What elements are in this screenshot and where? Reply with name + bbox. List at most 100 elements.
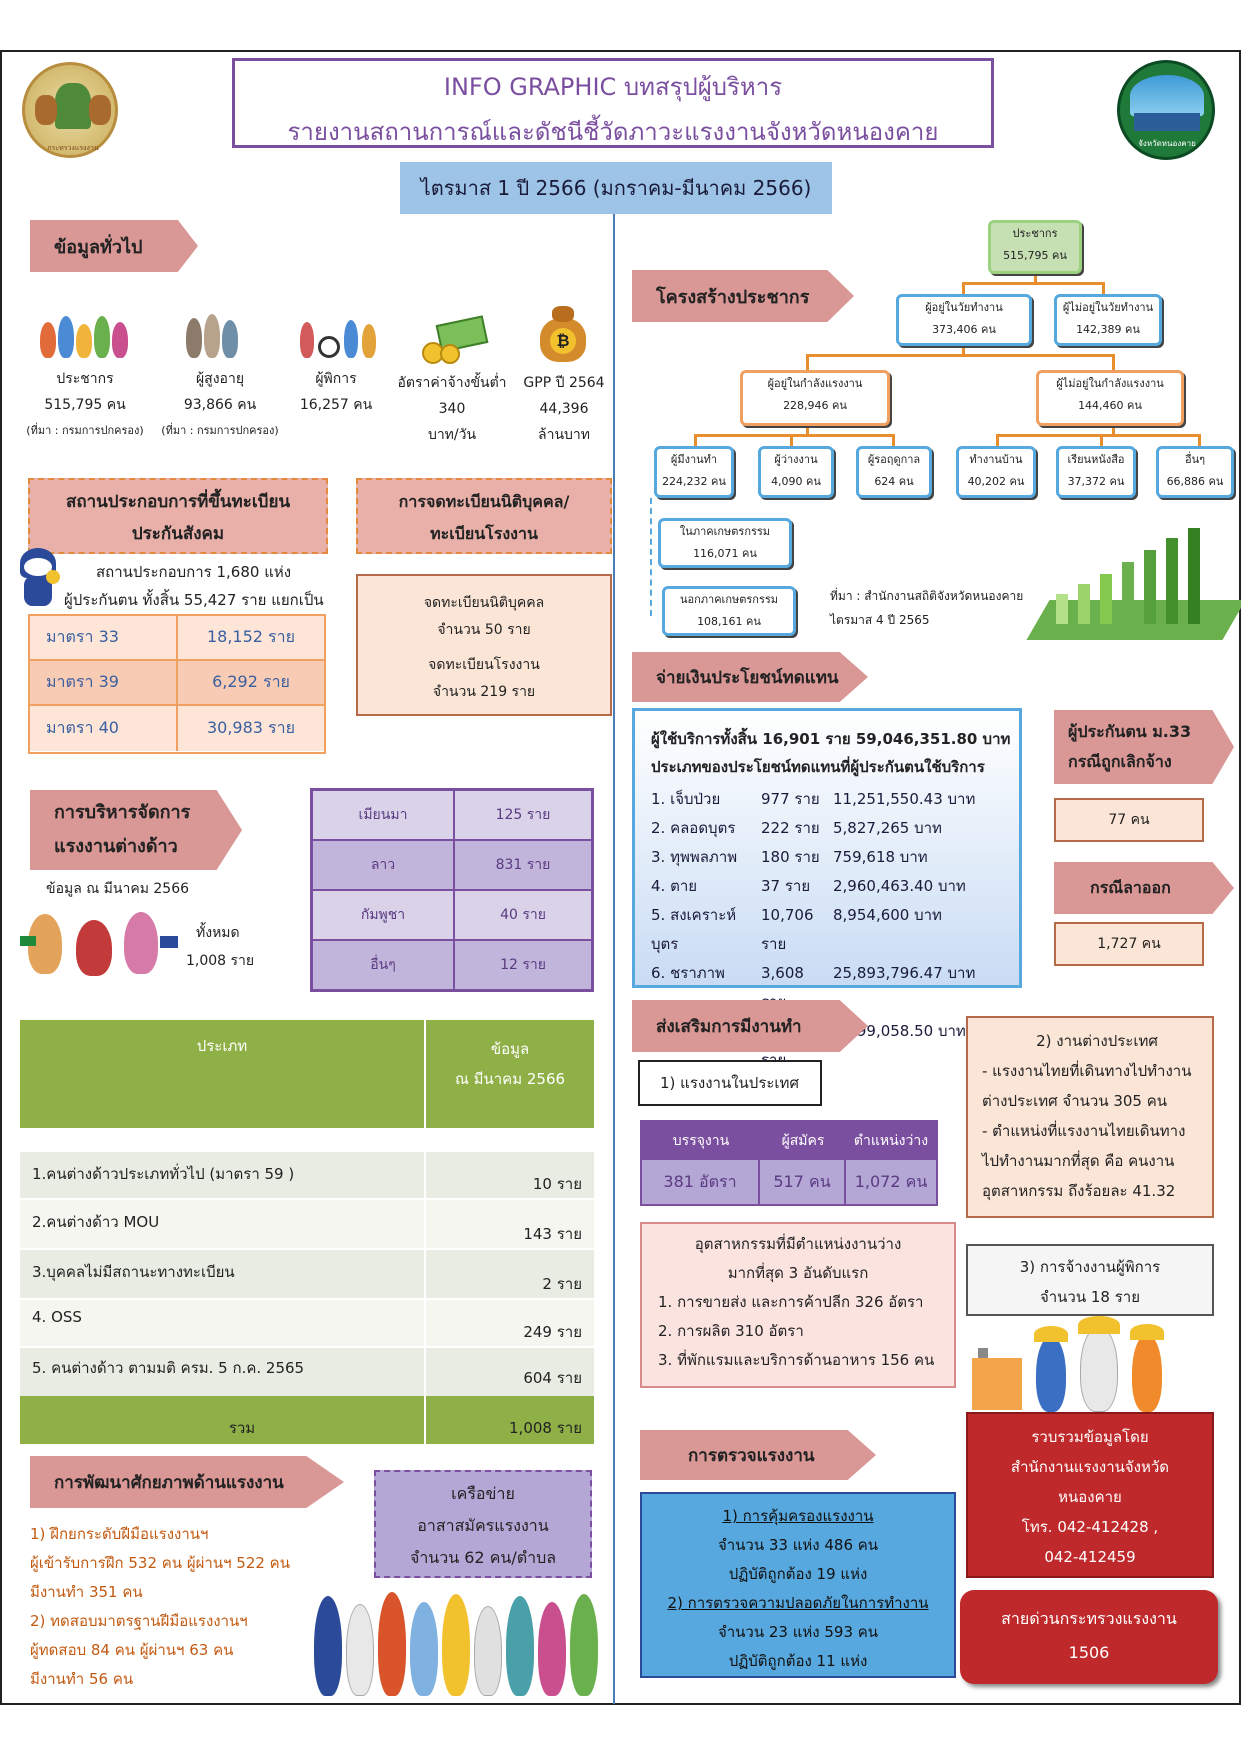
m33-resign-value: 1,727 คน xyxy=(1054,922,1204,966)
province-logo: จังหวัดหนองคาย xyxy=(1117,60,1215,160)
skills-line: มีงานทำ 351 คน xyxy=(30,1583,143,1601)
table-cell: 1,072 คน xyxy=(854,1171,928,1191)
industry-item: 2. การผลิต 310 อัตรา xyxy=(658,1322,804,1340)
benefit-type: 2. คลอดบุตร xyxy=(651,819,736,837)
benefit-type: 5. สงเคราะห์บุตร xyxy=(651,906,737,953)
industry-title: อุตสาหกรรมที่มีตำแหน่งงานว่าง xyxy=(694,1235,902,1253)
table-header: บรรจุงาน ผู้สมัคร ตำแหน่งว่าง xyxy=(642,1122,936,1160)
benefit-type: 6. ชราภาพ xyxy=(651,964,725,982)
children-icon xyxy=(20,906,180,976)
hotline-box[interactable]: สายด่วนกระทรวงแรงงาน 1506 xyxy=(960,1590,1218,1684)
contact-phone[interactable]: โทร. 042-412428 , xyxy=(1021,1518,1159,1536)
table-cell: 2.คนต่างด้าว MOU xyxy=(20,1200,426,1248)
table-header: ประเภท ข้อมูลณ มีนาคม 2566 xyxy=(20,1020,594,1128)
general-value: 515,795 คน xyxy=(44,397,126,413)
workers-illustration xyxy=(310,1584,610,1702)
table-row: 4. OSS 249 ราย xyxy=(20,1300,594,1348)
table-row: อื่นๆ 12 ราย xyxy=(313,941,591,989)
benefits-box: ผู้ใช้บริการทั้งสิ้น 16,901 ราย 59,046,3… xyxy=(632,708,1022,1069)
benefit-amount: 5,827,265 บาท xyxy=(833,819,942,837)
table-cell: ลาว xyxy=(313,841,455,889)
table-row: กัมพูชา 40 ราย xyxy=(313,891,591,941)
inspection-heading: การตรวจแรงงาน xyxy=(640,1430,876,1480)
ministry-logo: กระทรวงแรงงาน xyxy=(22,62,118,158)
population-growth-icon xyxy=(1026,524,1241,654)
table-cell: 3.บุคคลไม่มีสถานะทางทะเบียน xyxy=(20,1250,426,1298)
benefit-count: 977 ราย xyxy=(761,790,820,808)
domestic-label: 1) แรงงานในประเทศ xyxy=(638,1060,822,1106)
foreign-workers-heading: การบริหารจัดการแรงงานต่างด้าว xyxy=(30,790,242,870)
table-header-cell: ข้อมูลณ มีนาคม 2566 xyxy=(454,1040,566,1088)
skills-line: ผู้เข้ารับการฝึก 532 คน ผู้ผ่านฯ 522 คน xyxy=(30,1554,290,1572)
volunteer-box: เครือข่ายอาสาสมัครแรงงานจำนวน 62 คน/ตำบล xyxy=(374,1470,592,1578)
registration-value: จำนวน 50 ราย xyxy=(437,622,531,638)
social-security-establishments: สถานประกอบการ 1,680 แห่ง xyxy=(96,563,292,581)
engineers-illustration xyxy=(966,1316,1214,1412)
benefit-count: 10,706 ราย xyxy=(761,906,814,953)
general-value: 16,257 คน xyxy=(299,397,373,413)
general-population: ประชากร 515,795 คน (ที่มา : กรมการปกครอง… xyxy=(10,366,160,444)
domestic-jobs-table: บรรจุงาน ผู้สมัคร ตำแหน่งว่าง 381 อัตรา … xyxy=(640,1120,938,1206)
general-label: อัตราค่าจ้างขั้นต่ำ xyxy=(397,375,507,391)
table-cell: 517 คน xyxy=(760,1160,846,1204)
page-frame xyxy=(0,50,1241,1705)
inspection-line: ปฏิบัติถูกต้อง 11 แห่ง xyxy=(728,1652,868,1670)
benefit-type: 1. เจ็บป่วย xyxy=(651,790,721,808)
table-cell: 6,292 ราย xyxy=(212,672,290,691)
inspection-line: ปฏิบัติถูกต้อง 19 แห่ง xyxy=(728,1565,868,1583)
hotline-number: 1506 xyxy=(1068,1643,1110,1662)
table-cell: รวม xyxy=(20,1396,426,1444)
social-security-insured: ผู้ประกันตน ทั้งสิ้น 55,427 ราย แยกเป็น xyxy=(64,591,324,609)
table-cell: อื่นๆ xyxy=(313,941,455,989)
hotline-label: สายด่วนกระทรวงแรงงาน xyxy=(1001,1609,1177,1628)
money-bag-icon: ₿ xyxy=(536,304,590,364)
mascot-icon xyxy=(10,548,66,612)
benefits-heading: จ่ายเงินประโยชน์ทดแทน xyxy=(632,652,868,702)
benefit-type: 3. ทุพพลภาพ xyxy=(651,848,738,866)
overseas-line: - แรงงานไทยที่เดินทางไปทำงาน xyxy=(982,1062,1192,1080)
contact-phone[interactable]: 042-412459 xyxy=(1044,1548,1136,1566)
benefit-row: 5. สงเคราะห์บุตร 10,706 ราย 8,954,600 บาท xyxy=(651,901,1019,959)
resign-heading: กรณีลาออก xyxy=(1054,862,1234,914)
general-unit: บาท/วัน xyxy=(427,427,477,443)
overseas-line: - ตำแหน่งที่แรงงานไทยเดินทาง xyxy=(982,1122,1186,1140)
inspection-title: 1) การคุ้มครองแรงงาน xyxy=(722,1507,874,1525)
general-value: 340 xyxy=(438,401,466,417)
benefit-type: 4. ตาย xyxy=(651,877,698,895)
table-cell: 249 ราย xyxy=(523,1323,582,1341)
m33-laid-off-value: 77 คน xyxy=(1054,798,1204,842)
province-logo-text: จังหวัดหนองคาย xyxy=(1138,139,1196,148)
table-header-cell: ตำแหน่งว่าง xyxy=(853,1133,929,1149)
overseas-line: ต่างประเทศ จำนวน 305 คน xyxy=(982,1092,1168,1110)
table-cell: 143 ราย xyxy=(523,1225,582,1243)
table-cell: 1,008 ราย xyxy=(509,1419,582,1437)
industry-item: 3. ที่พักแรมและบริการด้านอาหาร 156 คน xyxy=(658,1351,935,1369)
foreign-total: 1,008 ราย xyxy=(186,953,255,969)
table-cell: เมียนมา xyxy=(313,791,455,839)
table-cell: 1.คนต่างด้าวประเภททั่วไป (มาตรา 59 ) xyxy=(20,1152,426,1198)
table-row: 3.บุคคลไม่มีสถานะทางทะเบียน 2 ราย xyxy=(20,1250,594,1300)
foreign-total-label: ทั้งหมด xyxy=(196,925,240,941)
source-line: ที่มา : สำนักงานสถิติจังหวัดหนองคาย xyxy=(830,589,1024,603)
table-cell: 5. คนต่างด้าว ตามมติ ครม. 5 ก.ค. 2565 xyxy=(20,1348,426,1396)
general-note: (ที่มา : กรมการปกครอง) xyxy=(161,424,279,437)
employment-heading: ส่งเสริมการมีงานทำ xyxy=(632,1000,868,1052)
benefits-summary: ผู้ใช้บริการทั้งสิ้น 16,901 ราย 59,046,3… xyxy=(651,730,1011,748)
benefit-amount: 8,954,600 บาท xyxy=(833,906,942,924)
social-security-table: มาตรา 33 18,152 ราย มาตรา 39 6,292 ราย ม… xyxy=(28,614,326,754)
elderly-icon xyxy=(186,314,240,360)
money-icon xyxy=(422,315,489,364)
table-cell: มาตรา 39 xyxy=(30,661,178,704)
page-subtitle: รายงานสถานการณ์และดัชนีชี้วัดภาวะแรงงานจ… xyxy=(287,118,939,146)
benefit-count: 37 ราย xyxy=(761,877,811,895)
overseas-line: ไปทำงานมากที่สุด คือ คนงาน xyxy=(982,1152,1175,1170)
general-disabled: ผู้พิการ 16,257 คน xyxy=(286,366,386,418)
skills-line: 1) ฝึกยกระดับฝีมือแรงงานฯ xyxy=(30,1525,209,1543)
foreign-asof: ข้อมูล ณ มีนาคม 2566 xyxy=(46,881,190,897)
overseas-box: 2) งานต่างประเทศ - แรงงานไทยที่เดินทางไป… xyxy=(966,1016,1214,1218)
